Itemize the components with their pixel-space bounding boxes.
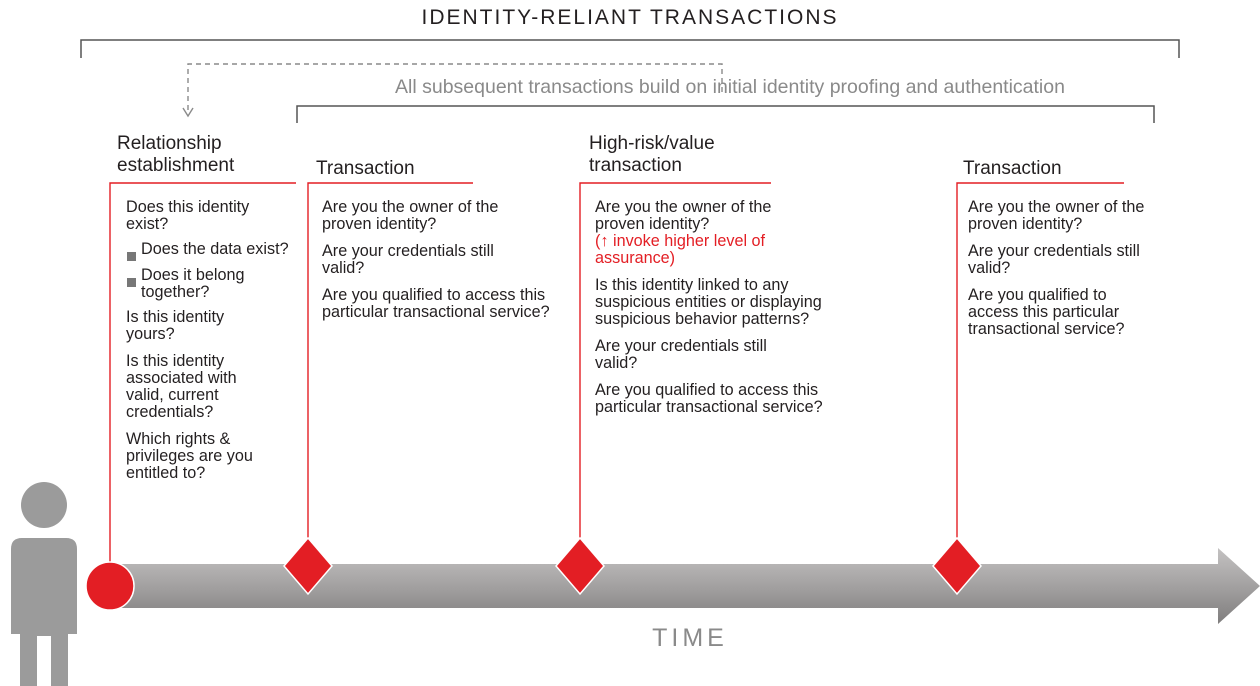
relationship-circle-marker xyxy=(85,561,135,611)
person-icon xyxy=(11,482,77,686)
sub-question-text: Does it belong together? xyxy=(141,266,245,301)
question: Are you qualified to access this particu… xyxy=(322,286,550,321)
sub-question: Does it belong together? xyxy=(126,267,294,301)
stage-questions-transaction-1: Are you the owner of the proven identity… xyxy=(322,199,562,331)
question: Does this identity exist? xyxy=(126,198,250,233)
stage-questions-transaction-2: Are you the owner of the proven identity… xyxy=(968,199,1158,348)
question: Are your credentials still valid? xyxy=(595,337,767,372)
transaction-diamond-marker-2 xyxy=(932,536,982,596)
stage-line-4 xyxy=(956,182,1124,548)
stage-line-3 xyxy=(579,182,771,548)
sub-question: Does the data exist? xyxy=(126,241,294,261)
transaction-diamond-marker-1 xyxy=(283,536,333,596)
bullet-square-icon xyxy=(127,252,136,261)
stage-heading-transaction-1: Transaction xyxy=(316,158,415,179)
sub-question-text: Does the data exist? xyxy=(141,240,289,258)
question: Are you the owner of the proven identity… xyxy=(595,199,810,267)
question: Are your credentials still valid? xyxy=(968,242,1140,277)
high-risk-diamond-marker xyxy=(555,536,605,596)
stage-heading-relationship: Relationship establishment xyxy=(117,133,235,176)
question-text: Are you the owner of the proven identity… xyxy=(595,198,772,233)
question: Are your credentials still valid? xyxy=(322,242,494,277)
time-axis-label: TIME xyxy=(652,624,728,652)
question: Is this identity associated with valid, … xyxy=(126,352,237,421)
question: Is this identity linked to any suspiciou… xyxy=(595,276,822,328)
stage-heading-high-risk: High-risk/value transaction xyxy=(589,133,715,176)
time-arrow xyxy=(110,548,1260,624)
bullet-square-icon xyxy=(127,278,136,287)
subsequent-bracket xyxy=(296,105,1155,123)
dashed-loop-arrow xyxy=(187,63,723,112)
question: Is this identity yours? xyxy=(126,308,225,343)
stage-line-2 xyxy=(307,182,473,548)
stage-heading-transaction-2: Transaction xyxy=(963,158,1062,179)
question: Are you the owner of the proven identity… xyxy=(322,198,499,233)
stage-questions-relationship: Does this identity exist? Does the data … xyxy=(126,199,294,492)
question: Are you qualified to access this particu… xyxy=(968,286,1125,338)
stage-questions-high-risk: Are you the owner of the proven identity… xyxy=(595,199,835,426)
higher-assurance-note: (↑ invoke higher level of assurance) xyxy=(595,232,766,267)
dashed-arrowhead xyxy=(182,107,194,118)
stage-line-1 xyxy=(109,182,296,584)
subsequent-transactions-caption: All subsequent transactions build on ini… xyxy=(395,76,1065,98)
question: Are you the owner of the proven identity… xyxy=(968,198,1145,233)
question: Are you qualified to access this particu… xyxy=(595,381,823,416)
question: Which rights & privileges are you entitl… xyxy=(126,430,253,482)
diagram-title: IDENTITY-RELIANT TRANSACTIONS xyxy=(421,6,839,29)
outer-bracket xyxy=(80,39,1180,58)
